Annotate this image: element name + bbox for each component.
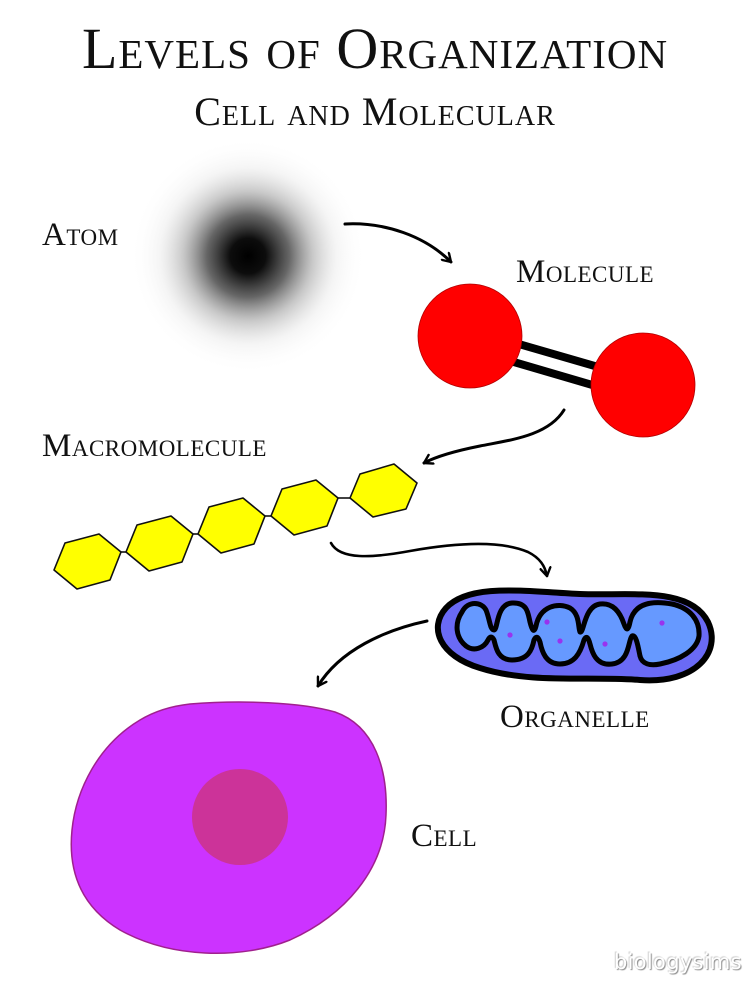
organelle-icon [434, 587, 715, 684]
macromolecule-icon [53, 463, 418, 590]
arrow-molecule-to-macromolecule-icon [422, 408, 566, 463]
arrow-atom-to-molecule-icon [343, 222, 453, 264]
label-organelle: Organelle [500, 699, 650, 735]
atom-icon [130, 138, 366, 374]
label-cell: Cell [411, 818, 478, 854]
nucleus-icon [192, 769, 288, 865]
arrow-organelle-to-cell-icon [316, 619, 429, 688]
diagram-subtitle: Cell and Molecular [194, 89, 556, 134]
label-macromolecule: Macromolecule [42, 428, 267, 464]
watermark: biologysims [614, 950, 742, 974]
label-atom: Atom [42, 217, 119, 253]
label-molecule: Molecule [516, 254, 655, 290]
molecule-icon [417, 283, 696, 438]
cell-icon [70, 701, 387, 955]
arrow-macromolecule-to-organelle-icon [329, 541, 547, 578]
diagram-title: Levels of Organization [81, 16, 669, 81]
